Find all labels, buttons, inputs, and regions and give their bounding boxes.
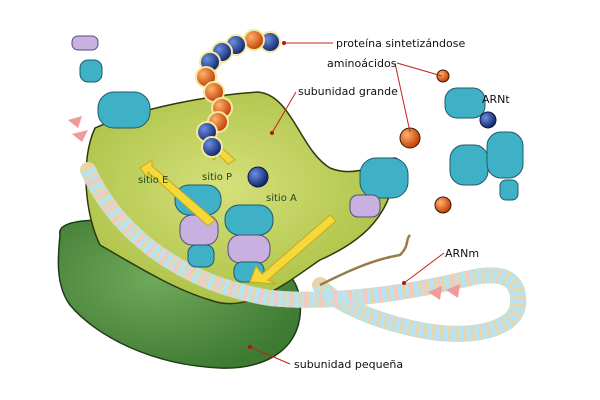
label-site-a: sitio A: [266, 193, 297, 204]
amino-acid-free-blue: [479, 111, 497, 129]
trna-exiting: [71, 35, 151, 129]
label-protein: proteína sintetizándose: [336, 37, 465, 50]
label-large-subunit: subunidad grande: [298, 85, 398, 98]
amino-acid-free-top: [436, 69, 450, 83]
amino-acid-free-bottom: [434, 196, 452, 214]
trna-e-site: [174, 184, 222, 268]
label-site-e: sitio E: [138, 175, 168, 186]
trna-free-group: [444, 87, 524, 201]
mrna-strand: [80, 162, 527, 342]
label-trna: ARNt: [482, 93, 510, 106]
protein-chain: [195, 29, 281, 158]
protein-bead: [243, 29, 265, 51]
label-site-p: sitio P: [202, 172, 232, 183]
label-amino-acids: aminoácidos: [327, 57, 397, 70]
label-mrna: ARNm: [445, 247, 479, 260]
label-small-subunit: subunidad pequeña: [294, 358, 403, 371]
leader-lines: [248, 41, 445, 365]
direction-markers: [68, 116, 460, 300]
protein-bead: [201, 136, 223, 158]
amino-acid-incoming: [399, 127, 421, 149]
movement-arrows: [139, 145, 337, 285]
trna-incoming: [349, 157, 409, 218]
amino-acid-a-site: [247, 166, 269, 188]
trna-a-site: [224, 204, 274, 283]
